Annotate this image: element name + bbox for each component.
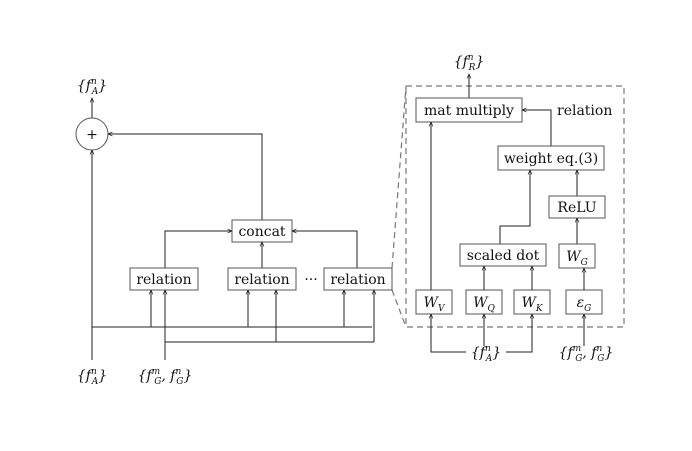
wg-label: WG bbox=[566, 249, 588, 268]
relation-box-2: relation bbox=[227, 267, 297, 291]
wk-label: WK bbox=[521, 295, 543, 314]
wv-box: WV bbox=[415, 289, 453, 315]
relation-box-1: relation bbox=[129, 267, 199, 291]
wv-rect bbox=[415, 289, 453, 315]
relation-ellipsis: ··· bbox=[304, 272, 317, 288]
wk-rect bbox=[513, 289, 551, 315]
relation-box-3: relation bbox=[323, 267, 393, 291]
zoom-connector-bottom bbox=[391, 289, 407, 328]
eg-rect bbox=[565, 289, 603, 315]
weight-rect bbox=[497, 145, 605, 171]
relu-label: ReLU bbox=[557, 200, 596, 216]
eg-box: εG bbox=[565, 289, 603, 315]
wv-label: WV bbox=[424, 295, 446, 314]
scaled-dot-to-weight-line bbox=[499, 170, 531, 244]
weight-box: weight eq.(3) bbox=[497, 145, 605, 171]
relu-box: ReLU bbox=[548, 195, 606, 219]
concat-box: concat bbox=[231, 219, 293, 243]
relation-label-3: relation bbox=[330, 272, 385, 288]
relation3-to-concat-arrow bbox=[292, 231, 358, 268]
relation-rect-2 bbox=[227, 267, 297, 291]
scaled-dot-label: scaled dot bbox=[467, 248, 540, 264]
relation-label-2: relation bbox=[234, 272, 289, 288]
eg-label: εG bbox=[577, 295, 592, 314]
relation-label-1: relation bbox=[136, 272, 191, 288]
wq-box: WQ bbox=[465, 289, 503, 315]
wk-box: WK bbox=[513, 289, 551, 315]
wq-label: WQ bbox=[473, 295, 495, 314]
plus-symbol: + bbox=[86, 127, 98, 143]
appearance-to-wv-arrow bbox=[431, 314, 466, 353]
geometry-feed-bus bbox=[164, 341, 374, 360]
scaled-dot-rect bbox=[459, 243, 547, 267]
concat-label: concat bbox=[238, 224, 285, 240]
mat-multiply-rect bbox=[415, 97, 523, 123]
relation-rect-3 bbox=[323, 267, 393, 291]
weight-label: weight eq.(3) bbox=[504, 151, 598, 167]
relation1-to-concat-arrow bbox=[164, 231, 232, 268]
scaled-dot-box: scaled dot bbox=[459, 243, 547, 267]
weight-to-matmul-arrow bbox=[522, 110, 552, 146]
zoom-connector-top bbox=[391, 85, 407, 269]
concat-to-sum-arrow bbox=[108, 134, 263, 220]
mat-multiply-label: mat multiply bbox=[424, 103, 514, 119]
mat-multiply-box: mat multiply bbox=[415, 97, 523, 123]
wg-box: WG bbox=[558, 243, 596, 269]
relation-side-label: relation bbox=[557, 103, 612, 119]
sum-node: + bbox=[75, 117, 109, 151]
wg-rect bbox=[558, 243, 596, 269]
appearance-to-wk-arrow bbox=[506, 314, 532, 353]
